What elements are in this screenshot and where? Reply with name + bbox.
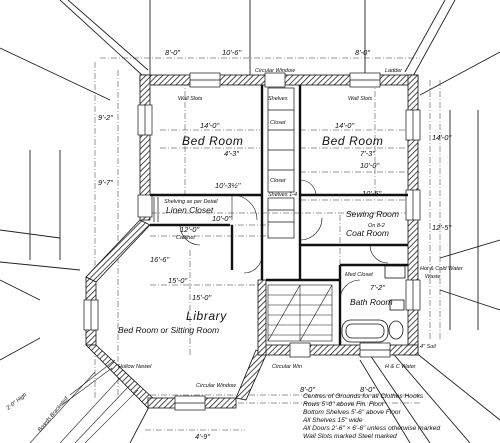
label-wall-slots-left: Wall Slots	[178, 96, 203, 102]
dim-right-v1: 14'-0"	[432, 133, 451, 142]
label-circular-window-top: Circular Window	[255, 68, 296, 74]
label-circular-win-right: Circular Win	[272, 364, 302, 370]
room-label-cabinet: Cabinet	[176, 235, 195, 241]
label-med-closet: Med Closet	[345, 272, 373, 278]
room-label-linen-closet: Linen Closet	[166, 205, 214, 215]
room-label-library: Library	[186, 309, 227, 323]
label-ladder: Ladder	[385, 68, 403, 74]
dim-bottom-c: 4'-9"	[195, 432, 210, 441]
dim-bed-left-width: 14'-0"	[200, 121, 219, 130]
exterior-walls	[85, 74, 419, 409]
dim-library-vertical: 16'-6"	[150, 255, 169, 264]
dimension-lines	[94, 57, 441, 431]
dim-top-left-b: 10'-6"	[222, 48, 241, 57]
closet-shelves	[153, 87, 295, 239]
dim-cabinet-width: 12'-0"	[180, 225, 199, 234]
interior-walls	[150, 85, 408, 345]
label-waste: Waste	[425, 274, 441, 280]
dim-library-vertical-2: 15'-0"	[192, 293, 211, 302]
dim-top-right: 8'-0"	[355, 48, 370, 57]
room-label-closet-2: Closet	[270, 178, 286, 184]
note-line-2: Rows 5'-0" above Fin. Floor	[303, 401, 385, 408]
label-on-8-2: On 8-2	[368, 223, 385, 229]
dim-coat-width: 10'-0"	[212, 214, 231, 223]
label-shelves-1-4: Shelves 1-4	[268, 192, 297, 198]
dim-bath-width: 7'-2"	[370, 283, 385, 292]
label-circular-window-bottom: Circular Window	[196, 383, 237, 389]
dim-diagonal-note-2: Boards Bracketed	[37, 395, 70, 433]
dim-sewing-width: 10'-5"	[362, 189, 381, 198]
room-label-closet-1: Closet	[270, 120, 286, 126]
dim-bed-right-sub: 7'-3"	[360, 149, 375, 158]
room-label-bedroom-left: Bed Room	[182, 134, 244, 148]
note-line-5: All Doors 2'-6" × 6'-6" unless otherwise…	[302, 425, 440, 432]
dim-right-v2: 12'-5"	[432, 223, 451, 232]
dim-left-v2: 9'-7"	[98, 178, 113, 187]
bath-fixtures	[341, 265, 406, 343]
label-soil: 4" Soil	[420, 344, 436, 350]
room-label-sewing-room: Sewing Room	[346, 209, 399, 219]
windows	[83, 72, 421, 411]
note-line-6: Wall Slots marked Steel marked	[303, 433, 397, 440]
dim-top-left-a: 8'-0"	[165, 48, 180, 57]
dim-library-width: 15'-0"	[168, 276, 187, 285]
room-label-bedroom-right: Bed Room	[322, 134, 384, 148]
label-shelving-per-detail: Shelving as per Detail	[164, 199, 218, 205]
note-line-1: Centres of Grounds for all Clothes Hooks	[303, 393, 424, 400]
bay-projection	[29, 359, 139, 443]
dim-left-v1: 9'-2"	[98, 113, 113, 122]
dim-bottom-a: 8'-0"	[300, 385, 315, 394]
dim-bed-left-sub: 4'-3"	[224, 149, 239, 158]
dim-diagonal-note: 2'-0" High	[5, 392, 28, 412]
label-hot-cold-water: Hot & Cold Water	[420, 266, 464, 272]
room-label-coat-room: Coat Room	[346, 228, 389, 238]
dim-bottom-b: 8'-0"	[360, 385, 375, 394]
room-label-library-sub: Bed Room or Sitting Room	[118, 325, 219, 335]
room-label-bath-room: Bath Room	[350, 297, 393, 307]
dim-sewing-b: 10'-0"	[360, 161, 379, 170]
label-hc-water: H & C Water	[385, 364, 417, 370]
stairs	[267, 284, 333, 342]
note-line-4: All Shelves 15" wide	[302, 417, 363, 424]
dim-bed-right-width: 14'-0"	[335, 121, 354, 130]
label-hollow-newel: Hollow Newel	[118, 364, 152, 370]
specification-notes: Centres of Grounds for all Clothes Hooks…	[302, 393, 440, 440]
dim-linen-width: 10'-3½"	[215, 181, 241, 190]
label-wall-slots-right: Wall Slots	[348, 96, 373, 102]
note-line-3: Bottom Shelves 5'-6" above Floor	[303, 409, 402, 416]
door-swings	[179, 179, 389, 301]
label-shelves: Shelves	[268, 96, 288, 102]
